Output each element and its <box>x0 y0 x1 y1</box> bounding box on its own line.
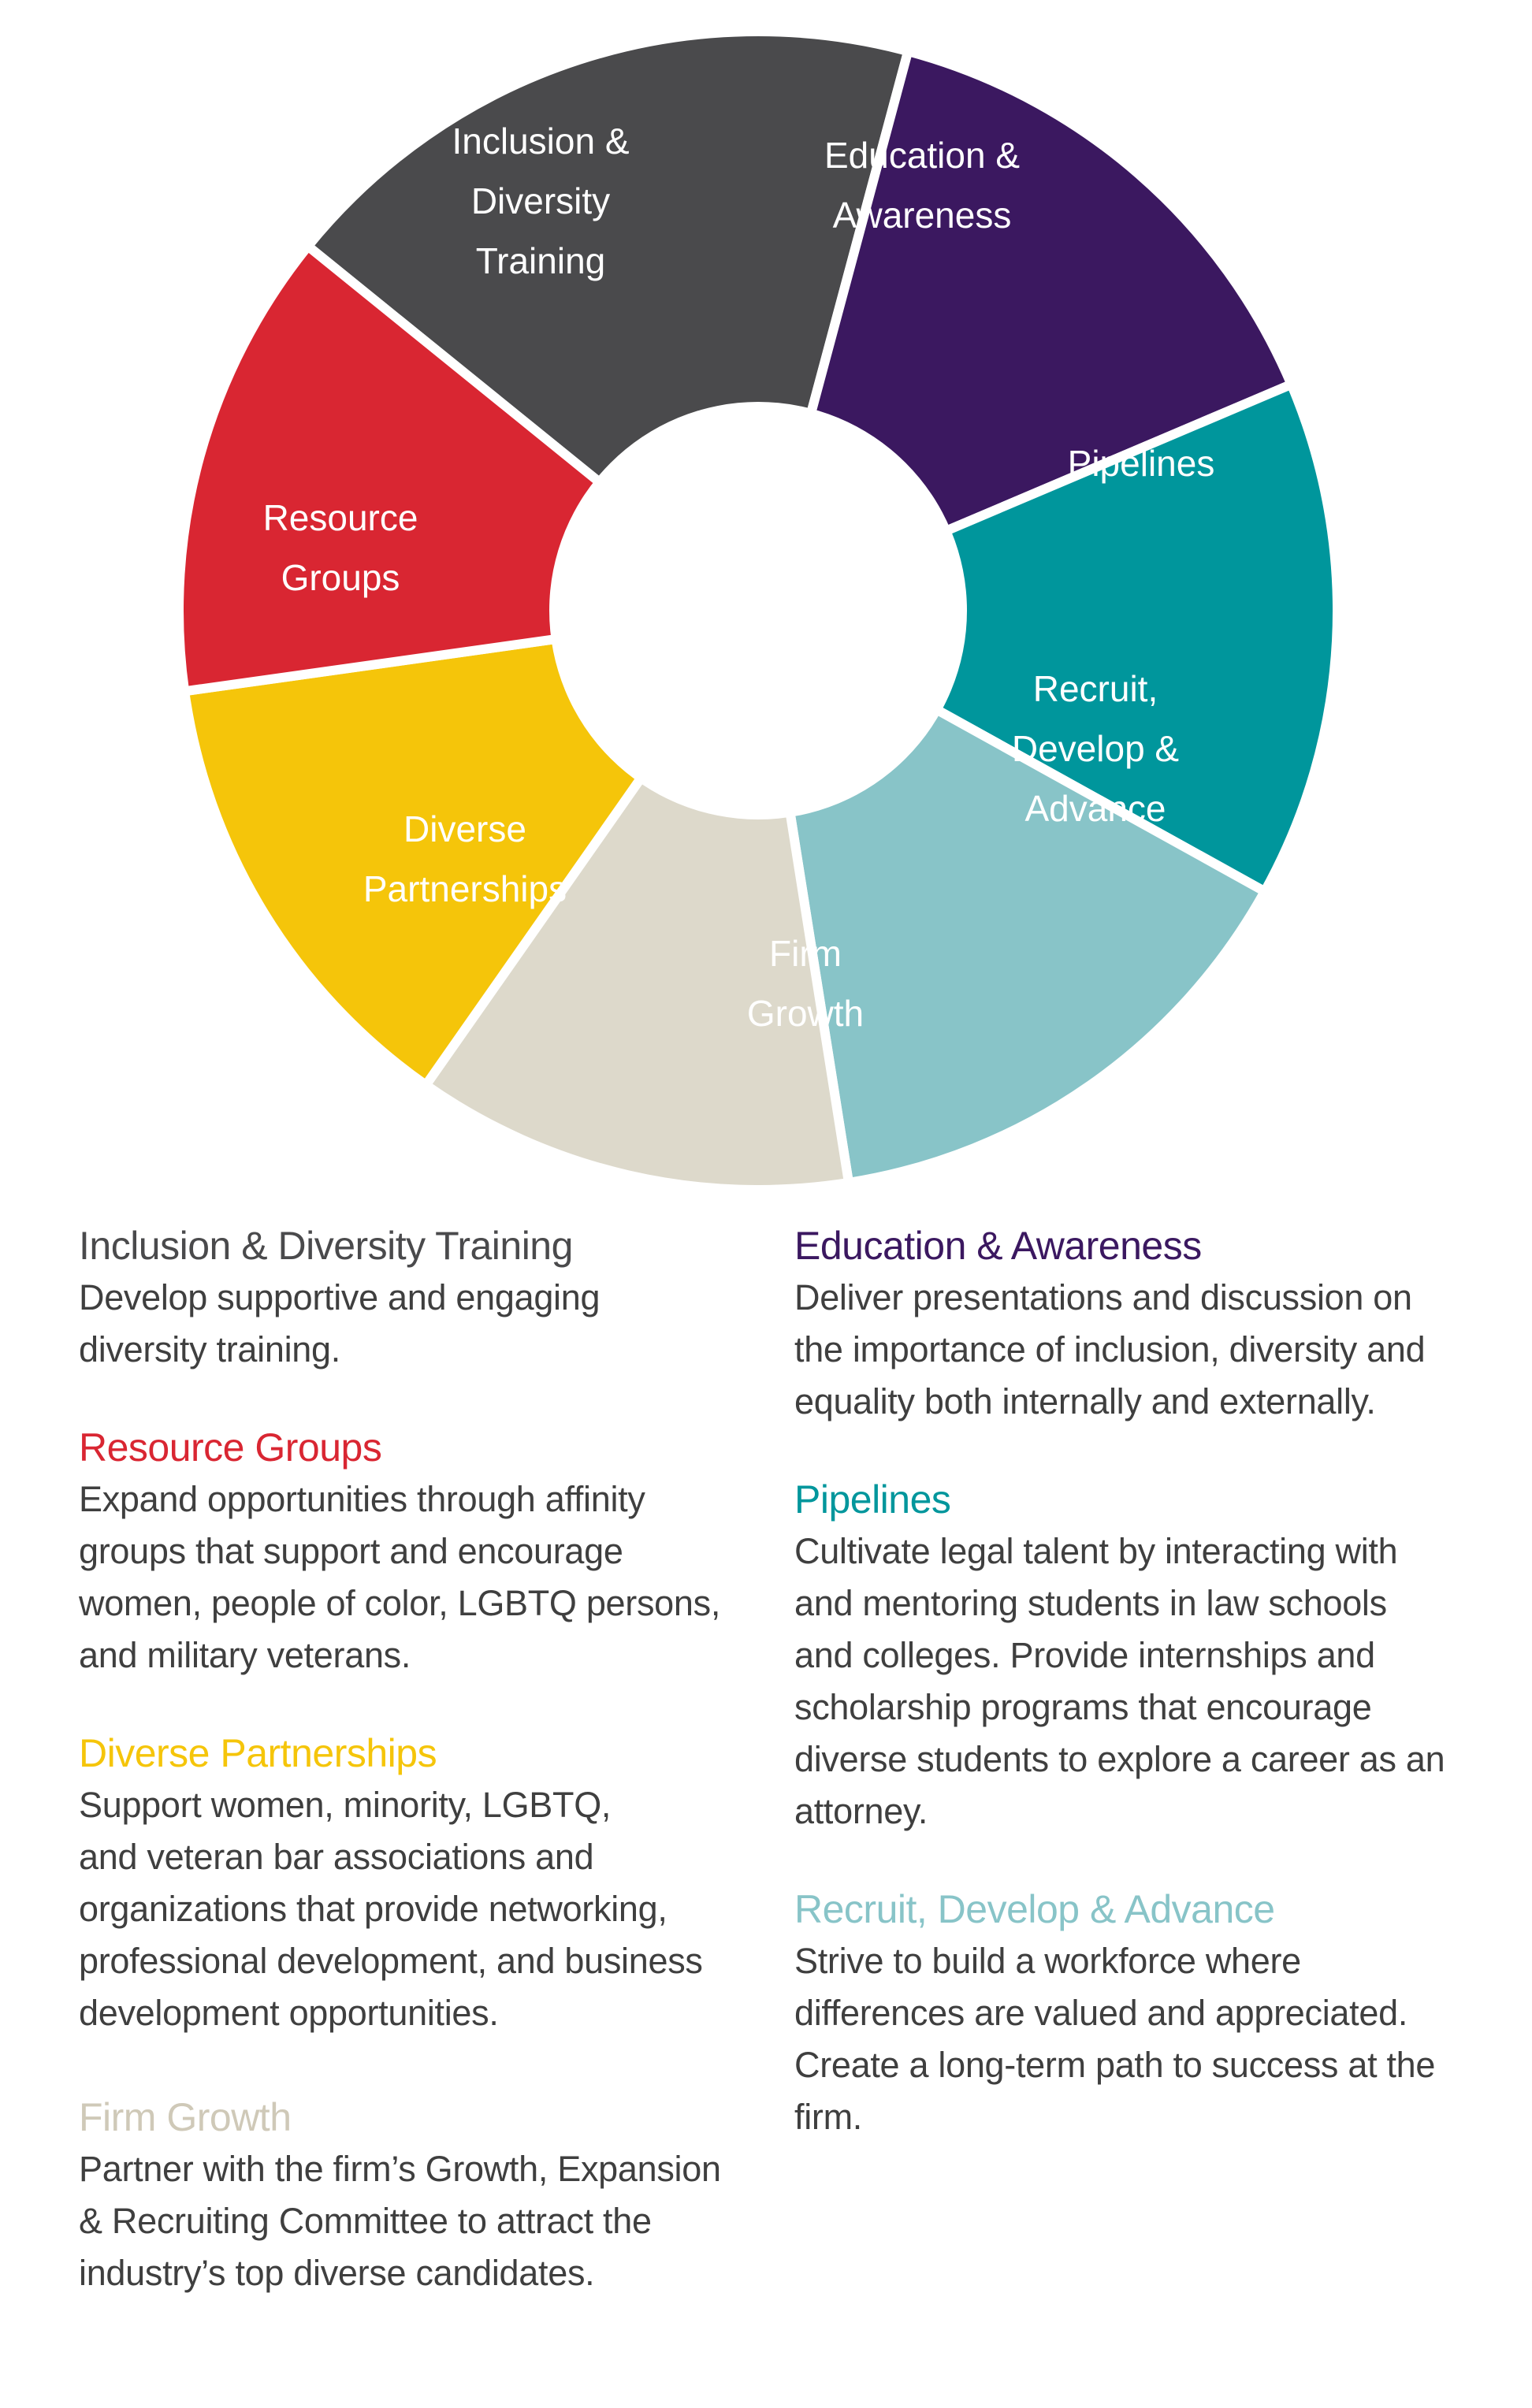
section-title-resource: Resource Groups <box>79 1425 382 1470</box>
section-body-partnerships: Support women, minority, LGBTQ, and vete… <box>79 1785 703 2033</box>
section-title-partnerships: Diverse Partnerships <box>79 1731 437 1775</box>
section-title-recruit: Recruit, Develop & Advance <box>794 1887 1275 1931</box>
wheel-label-recruit: Advance <box>1024 788 1166 829</box>
section-title-pipelines: Pipelines <box>794 1477 951 1522</box>
wheel-label-inclusion: Inclusion & <box>452 121 629 162</box>
wheel-label-inclusion: Training <box>476 240 605 281</box>
section-body-inclusion: Develop supportive and engaging diversit… <box>79 1277 601 1369</box>
section-inclusion: Inclusion & Diversity Training Develop s… <box>79 1220 757 1376</box>
wheel-label-recruit: Develop & <box>1012 728 1179 769</box>
wheel-center-hole <box>549 402 967 819</box>
section-body-resource: Expand opportunities through affinity gr… <box>79 1479 721 1675</box>
wheel-label-resource: Groups <box>281 557 400 598</box>
wheel-label-partnerships: Partnerships <box>363 868 567 909</box>
wheel-label-pipelines: Pipelines <box>1068 443 1215 484</box>
wheel-label-education: Education & <box>824 135 1020 176</box>
section-firm: Firm Growth Partner with the firm’s Grow… <box>79 2091 757 2299</box>
right-column: Education & Awareness Deliver presentati… <box>794 1220 1488 2143</box>
section-body-recruit: Strive to build a workforce where differ… <box>794 1941 1436 2137</box>
section-body-education: Deliver presentations and discussion on … <box>794 1277 1426 1421</box>
wheel-label-firm: Firm <box>769 933 842 974</box>
section-recruit: Recruit, Develop & Advance Strive to bui… <box>794 1883 1488 2143</box>
section-body-pipelines: Cultivate legal talent by interacting wi… <box>794 1531 1445 1831</box>
section-resource: Resource Groups Expand opportunities thr… <box>79 1421 757 1682</box>
section-body-firm: Partner with the firm’s Growth, Expansio… <box>79 2149 721 2293</box>
wheel-label-education: Awareness <box>833 195 1012 236</box>
wheel-label-recruit: Recruit, <box>1033 668 1158 709</box>
left-column: Inclusion & Diversity Training Develop s… <box>79 1220 757 2299</box>
wheel-label-partnerships: Diverse <box>403 808 526 849</box>
wheel-label-inclusion: Diversity <box>471 180 610 221</box>
section-title-inclusion: Inclusion & Diversity Training <box>79 1224 573 1268</box>
wheel-segment-pipelines <box>753 379 1342 897</box>
wheel-label-firm: Growth <box>747 993 864 1034</box>
section-partnerships: Diverse Partnerships Support women, mino… <box>79 1727 757 2039</box>
section-pipelines: Pipelines Cultivate legal talent by inte… <box>794 1473 1488 1838</box>
section-title-firm: Firm Growth <box>79 2095 292 2139</box>
section-education: Education & Awareness Deliver presentati… <box>794 1220 1488 1428</box>
section-title-education: Education & Awareness <box>794 1224 1202 1268</box>
wheel-label-resource: Resource <box>263 497 418 538</box>
